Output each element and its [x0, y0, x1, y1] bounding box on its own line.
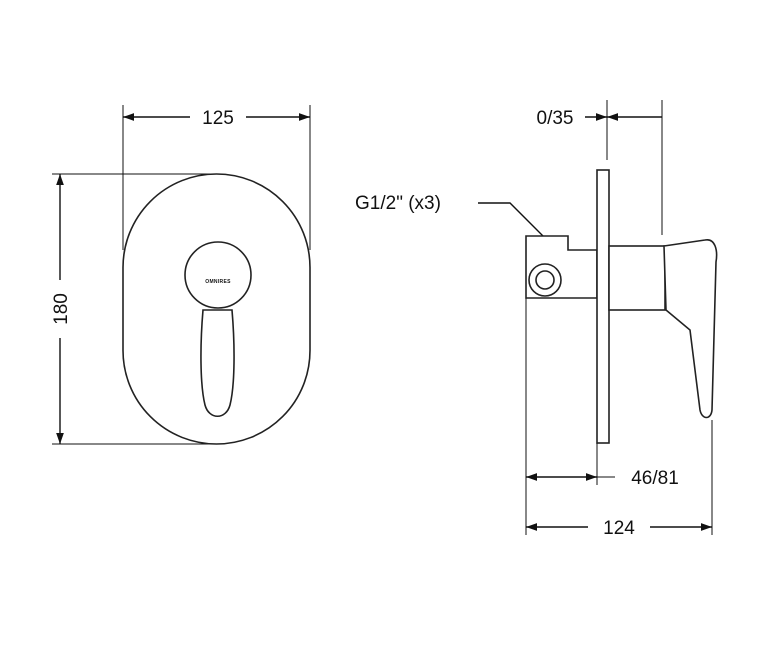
brand-mark: OMNIRES	[205, 279, 231, 285]
front-view: 125 180 OMNIRES	[51, 105, 311, 445]
adjust-dimension-label: 0/35	[537, 108, 574, 129]
spindle-housing	[608, 245, 666, 311]
connection-label: G1/2" (x3)	[355, 193, 441, 214]
side-cover-plate	[596, 169, 610, 444]
height-dimension-label: 180	[51, 293, 72, 325]
cover-plate	[122, 173, 311, 445]
handle-base	[184, 241, 252, 309]
width-dimension-label: 125	[202, 108, 234, 129]
connection-fitting-inner	[535, 270, 555, 290]
total-depth-label: 124	[603, 518, 635, 539]
connection-leader	[478, 202, 544, 237]
body-depth-label: 46/81	[631, 468, 679, 489]
lever-handle	[200, 309, 235, 418]
lever-side-profile	[663, 239, 718, 419]
side-view: 0/35 G1/2" (x3) 46/81 124	[355, 100, 718, 539]
